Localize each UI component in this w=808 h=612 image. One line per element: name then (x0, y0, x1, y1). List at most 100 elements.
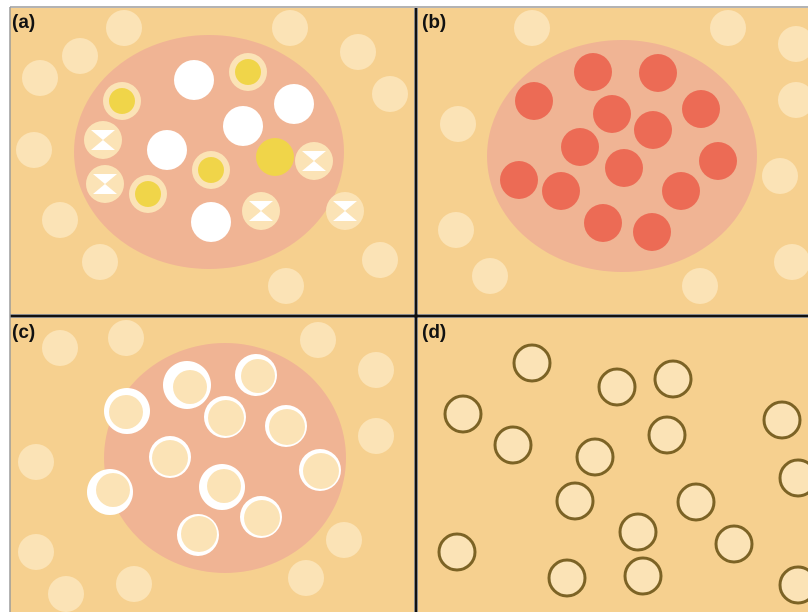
ring-particle (512, 343, 552, 383)
panel-d-label: (d) (422, 322, 446, 343)
coated-particle-core (173, 370, 207, 404)
coated-particle-core (96, 473, 130, 507)
pale-circle (710, 10, 746, 46)
pale-circle (362, 242, 398, 278)
pale-circle (340, 34, 376, 70)
pale-circle (42, 330, 78, 366)
pale-circle (472, 258, 508, 294)
panel-b: (b) (418, 8, 808, 314)
pale-circle (18, 534, 54, 570)
patterned-particle (86, 165, 124, 203)
red-particle (662, 172, 700, 210)
pale-circle (774, 244, 808, 280)
pale-circle (514, 10, 550, 46)
pale-circle (42, 202, 78, 238)
panel-d: (d) (418, 318, 808, 612)
pale-circle (372, 76, 408, 112)
pale-circle (358, 418, 394, 454)
panel-d-ring-particles (437, 343, 808, 605)
coated-particle-core (244, 500, 280, 536)
panel-a: (a) (10, 8, 414, 314)
patterned-particle-mark (249, 201, 273, 221)
pale-circle (682, 268, 718, 304)
yellow-particle (256, 138, 294, 176)
ring-particle (653, 359, 693, 399)
panel-a-white-particles (147, 60, 314, 242)
ring-particle (493, 425, 533, 465)
red-particle (584, 204, 622, 242)
pale-circle (272, 10, 308, 46)
pale-circle (778, 82, 808, 118)
pale-circle (440, 106, 476, 142)
white-particle (174, 60, 214, 100)
ring-particle (618, 512, 658, 552)
red-particle (634, 111, 672, 149)
ring-particle (778, 565, 808, 605)
pale-circle (18, 444, 54, 480)
patterned-particle (326, 192, 364, 230)
panel-c-label: (c) (12, 322, 35, 343)
pale-circle (48, 576, 84, 612)
ring-particle (762, 400, 802, 440)
ring-particle (676, 482, 716, 522)
pale-circle (438, 212, 474, 248)
red-particle (515, 82, 553, 120)
panel-d-background (418, 318, 808, 612)
coated-particle-core (241, 359, 275, 393)
red-particle (574, 53, 612, 91)
panel-dividers (9, 6, 808, 612)
pale-circle (300, 322, 336, 358)
panel-a-background-circles (16, 10, 408, 304)
ring-particle (778, 458, 808, 498)
panel-b-background-circles (438, 10, 808, 304)
white-particle (147, 130, 187, 170)
yellow-particle (235, 59, 261, 85)
patterned-particle (242, 192, 280, 230)
panel-a-yellow-particles (103, 53, 294, 213)
ring-particle (555, 481, 595, 521)
panel-c-background-circles (18, 320, 394, 612)
pale-circle (62, 38, 98, 74)
panel-b-label: (b) (422, 12, 446, 33)
yellow-particle (198, 157, 224, 183)
patterned-particle (295, 142, 333, 180)
red-particle (639, 54, 677, 92)
red-particle (593, 95, 631, 133)
coated-particle-core (152, 440, 188, 476)
yellow-particle (109, 88, 135, 114)
red-particle (561, 128, 599, 166)
pale-circle (268, 268, 304, 304)
coated-particle-core (208, 400, 244, 436)
coated-particle-core (181, 516, 217, 552)
red-particle (682, 90, 720, 128)
pale-circle (358, 352, 394, 388)
pale-circle (762, 158, 798, 194)
patterned-particle (84, 121, 122, 159)
ring-particle (714, 524, 754, 564)
ring-particle (597, 367, 637, 407)
patterned-particle-mark (302, 151, 326, 171)
panel-c: (c) (10, 318, 414, 612)
patterned-particle-mark (333, 201, 357, 221)
pale-circle (778, 26, 808, 62)
panel-a-patterned-particles (84, 121, 364, 230)
yellow-particle (135, 181, 161, 207)
red-particle (605, 149, 643, 187)
pale-circle (106, 10, 142, 46)
panel-a-label: (a) (12, 12, 35, 33)
white-particle (191, 202, 231, 242)
pale-circle (22, 60, 58, 96)
coated-particle-core (303, 453, 339, 489)
pale-circle (326, 522, 362, 558)
red-particle (699, 142, 737, 180)
red-particle (500, 161, 538, 199)
red-particle (633, 213, 671, 251)
white-particle (223, 106, 263, 146)
patterned-particle-mark (91, 130, 115, 150)
ring-particle (647, 415, 687, 455)
pale-circle (16, 132, 52, 168)
ring-particle (623, 556, 663, 596)
panel-c-ellipse (104, 343, 346, 573)
ring-particle (443, 394, 483, 434)
